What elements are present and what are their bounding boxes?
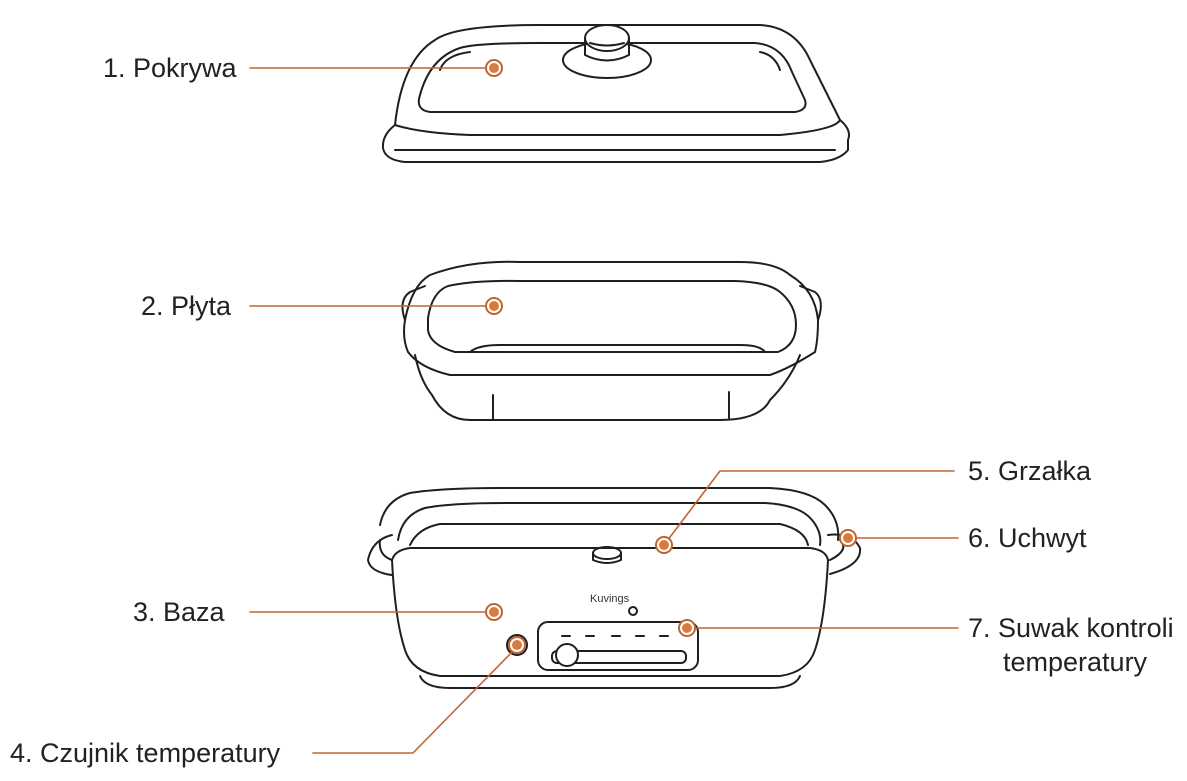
marker-6 xyxy=(840,530,856,546)
label-czujnik-temperatury: 4. Czujnik temperatury xyxy=(10,736,280,770)
marker-7 xyxy=(679,620,695,636)
marker-5 xyxy=(656,537,672,553)
marker-2 xyxy=(486,298,502,314)
base-illustration xyxy=(368,488,860,688)
label-plyta: 2. Płyta xyxy=(141,289,231,323)
marker-3 xyxy=(486,604,502,620)
label-uchwyt: 6. Uchwyt xyxy=(968,521,1087,555)
brand-logo-text: Kuvings xyxy=(590,593,630,605)
leader-line-5 xyxy=(664,471,954,545)
marker-1 xyxy=(486,60,502,76)
marker-4 xyxy=(509,637,525,653)
lid-illustration xyxy=(383,25,849,162)
label-pokrywa: 1. Pokrywa xyxy=(103,51,237,85)
plate-illustration xyxy=(402,262,820,420)
label-suwak-line2: temperatury xyxy=(1003,645,1147,679)
label-suwak-line1: 7. Suwak kontroli xyxy=(968,611,1174,645)
label-baza: 3. Baza xyxy=(133,595,225,629)
leader-line-4 xyxy=(313,648,516,753)
markers xyxy=(486,60,856,653)
label-grzalka: 5. Grzałka xyxy=(968,454,1091,488)
